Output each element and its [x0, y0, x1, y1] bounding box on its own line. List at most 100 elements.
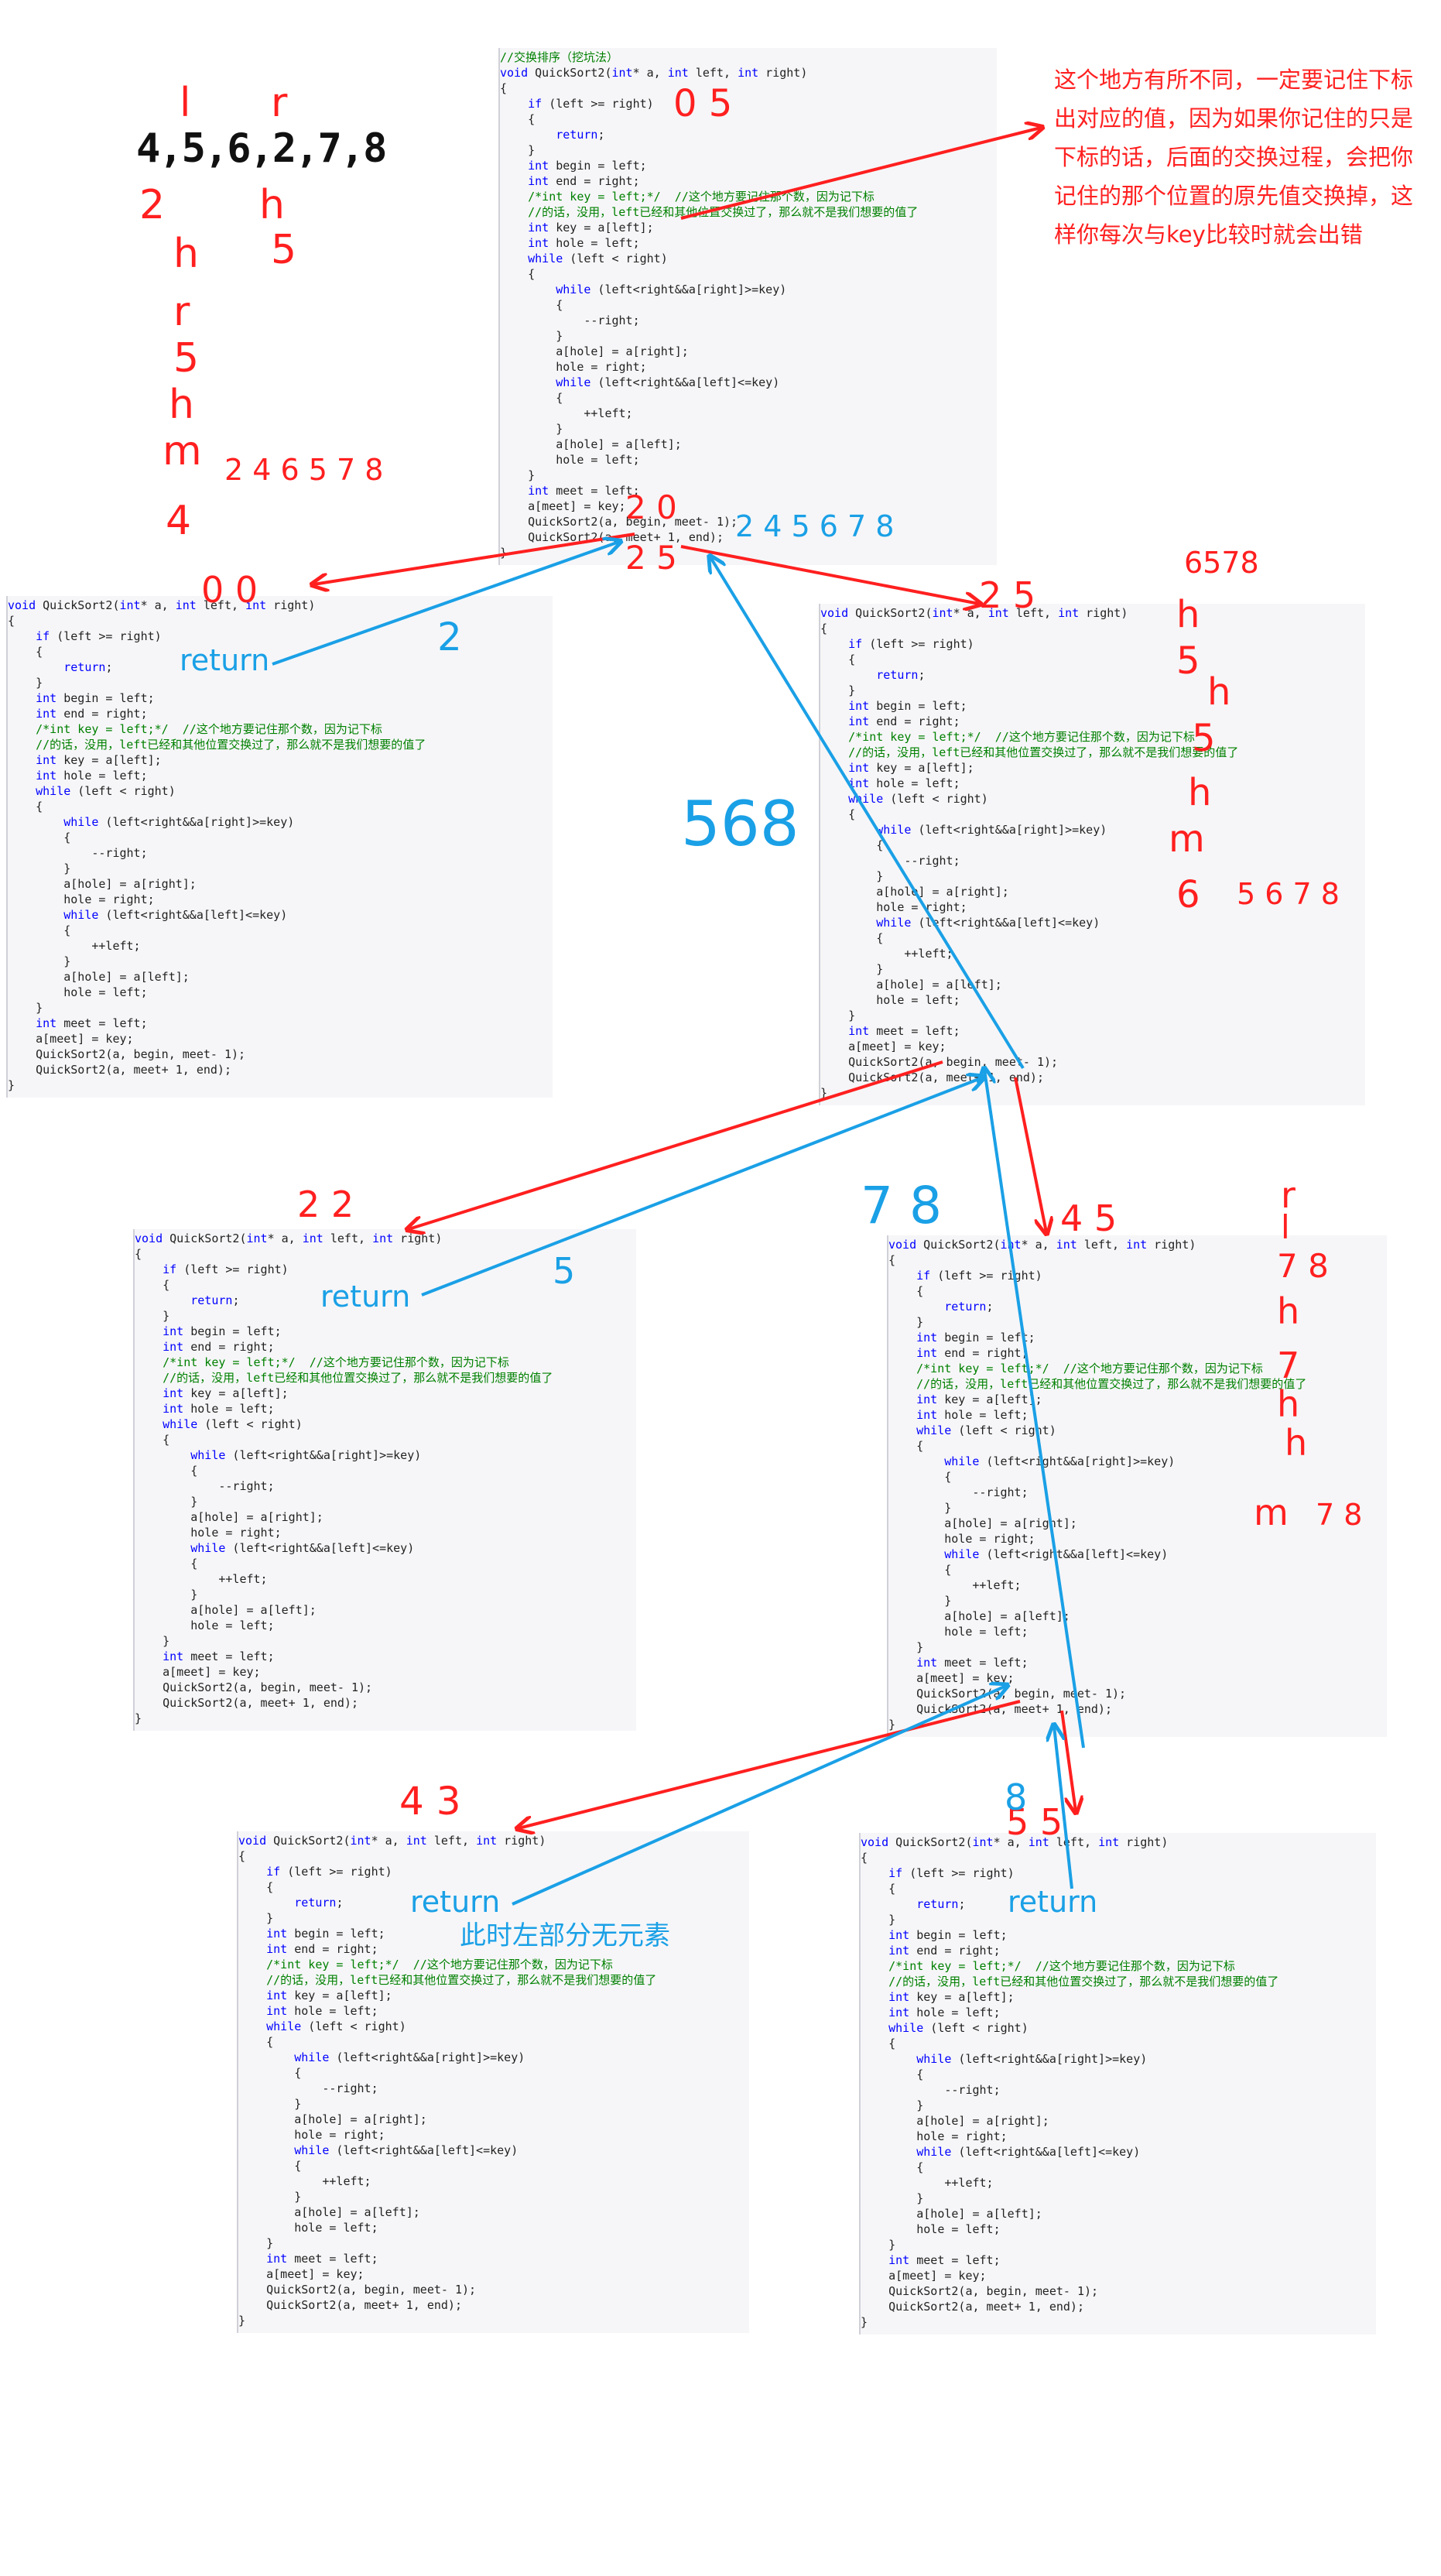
code-line: int hole = left;	[916, 1408, 1029, 1422]
code-line: {	[135, 1247, 142, 1261]
hand-r-top: r	[271, 80, 288, 126]
code-line: int begin = left;	[888, 1928, 1008, 1942]
hand-00: 0 0	[201, 569, 258, 611]
code-line: QuickSort2(a, meet+ 1, end);	[861, 2300, 1084, 2314]
code-line: --right;	[888, 1485, 1029, 1499]
code-panel-7: void QuickSort2(int* a, int left, int ri…	[859, 1833, 1376, 2334]
code-line: a[meet] = key;	[8, 1032, 134, 1046]
code-line: int end = right;	[888, 1944, 1001, 1958]
code-line: void QuickSort2(int* a, int left, int ri…	[820, 606, 1128, 620]
code-line: }	[238, 2314, 246, 2328]
code-line: }	[888, 1718, 896, 1732]
code-line: int meet = left;	[916, 1656, 1029, 1670]
hand-b5: 5	[553, 1250, 575, 1292]
code-line: int meet = left;	[163, 1649, 275, 1663]
code-line: --right;	[238, 2081, 378, 2095]
code-line: {	[135, 1557, 198, 1571]
hand-h-78c: h	[1285, 1422, 1307, 1464]
hand-b8: 8	[1005, 1776, 1027, 1818]
code-line: /*int key = left;*/ //这个地方要记住那个数，因为记下标	[528, 190, 875, 204]
code-line: --right;	[820, 854, 960, 868]
arrow-red-1	[680, 128, 1041, 220]
code-line: }	[861, 2191, 924, 2205]
seq-78-red: 7 8	[1277, 1247, 1329, 1285]
code-line: {	[820, 931, 884, 945]
code-line: while (left<right&&a[left]<=key)	[556, 375, 780, 389]
code-line: }	[888, 1594, 952, 1608]
code-line: QuickSort2(a, begin, meet- 1);	[238, 2283, 477, 2297]
code-line: ++left;	[135, 1572, 268, 1586]
hand-4: 4	[166, 498, 191, 544]
code-line: {	[888, 1563, 952, 1577]
code-line: {	[500, 112, 536, 126]
code-line: {	[861, 2067, 924, 2081]
code-line: }	[820, 962, 884, 976]
code-line: int end = right;	[528, 174, 640, 188]
code-line: a[meet] = key;	[500, 499, 626, 513]
hand-h-mid3: h	[1188, 771, 1211, 814]
code-line: {	[861, 2160, 924, 2174]
hand-43: 4 3	[399, 1779, 461, 1824]
hand-h-mid2: h	[1207, 670, 1230, 714]
hand-h-78: h	[1277, 1290, 1299, 1332]
code-line: hole = left;	[238, 2221, 378, 2235]
code-line: int meet = left;	[528, 484, 640, 498]
code-line: while (left<right&&a[right]>=key)	[556, 283, 787, 296]
code-line: QuickSort2(a, begin, meet- 1);	[135, 1680, 373, 1694]
seq-top-right: 2 4 5 6 7 8	[735, 509, 894, 543]
code-line: {	[238, 2159, 302, 2173]
code-line: ++left;	[888, 1578, 1022, 1592]
code-line: int begin = left;	[266, 1927, 385, 1941]
code-line: {	[8, 645, 43, 659]
code-line: void QuickSort2(int* a, int left, int ri…	[861, 1835, 1169, 1849]
code-line: }	[861, 2315, 868, 2329]
code-line: hole = left;	[888, 1625, 1029, 1639]
code-line: int begin = left;	[528, 159, 647, 173]
hand-55: 5 5	[1006, 1801, 1063, 1843]
code-line: /*int key = left;*/ //这个地方要记住那个数，因为记下标	[848, 730, 1195, 744]
arrow-red-10	[519, 1700, 1021, 1828]
code-panel-4: void QuickSort2(int* a, int left, int ri…	[133, 1229, 636, 1731]
hand-r2: r	[173, 289, 190, 335]
code-line: int key = a[left];	[916, 1392, 1042, 1406]
code-line: }	[238, 2097, 302, 2111]
code-line: {	[861, 1851, 868, 1865]
seq-mid: 6578	[1184, 546, 1259, 580]
hand-h3: h	[169, 382, 194, 428]
code-line: int key = a[left];	[266, 1989, 392, 2002]
hand-25-top: 2 5	[625, 539, 677, 577]
code-line: ++left;	[238, 2174, 371, 2188]
code-line: if (left >= right)	[163, 1262, 289, 1276]
hand-5: 5	[271, 227, 296, 273]
code-line: int hole = left;	[848, 776, 960, 790]
code-line: QuickSort2(a, meet+ 1, end);	[238, 2298, 462, 2312]
code-line: /*int key = left;*/ //这个地方要记住那个数，因为记下标	[266, 1958, 613, 1971]
code-line: {	[500, 81, 508, 95]
code-line: int end = right;	[163, 1340, 275, 1354]
code-line: {	[8, 800, 43, 814]
code-line: /*int key = left;*/ //这个地方要记住那个数，因为记下标	[36, 722, 382, 736]
code-line: }	[888, 1640, 924, 1654]
arrow-blue-13	[1054, 1726, 1073, 1889]
code-line: while (left<right&&a[left]<=key)	[63, 908, 288, 922]
code-line: while (left<right&&a[left]<=key)	[916, 2145, 1141, 2159]
code-line: ++left;	[820, 947, 953, 961]
return-3: return	[410, 1885, 500, 1919]
code-line: }	[238, 2190, 302, 2204]
code-line: //的话，没用，left已经和其他位置交换过了，那么就不是我们想要的值了	[848, 745, 1239, 759]
code-line: QuickSort2(a, meet+ 1, end);	[135, 1696, 358, 1710]
code-line: a[hole] = a[right];	[500, 344, 689, 358]
code-line: //的话，没用，left已经和其他位置交换过了，那么就不是我们想要的值了	[916, 1377, 1307, 1391]
code-line: }	[238, 1911, 274, 1925]
code-line: a[hole] = a[right];	[888, 1516, 1077, 1530]
code-line: }	[8, 1001, 43, 1015]
code-panel-2: void QuickSort2(int* a, int left, int ri…	[6, 596, 553, 1098]
code-line: }	[820, 683, 856, 697]
code-line: hole = left;	[820, 993, 960, 1007]
code-line: ++left;	[861, 2176, 994, 2190]
code-line: /*int key = left;*/ //这个地方要记住那个数，因为记下标	[888, 1959, 1235, 1973]
code-line: hole = right;	[500, 360, 647, 374]
code-line: {	[8, 831, 71, 844]
code-line: hole = left;	[500, 453, 640, 467]
